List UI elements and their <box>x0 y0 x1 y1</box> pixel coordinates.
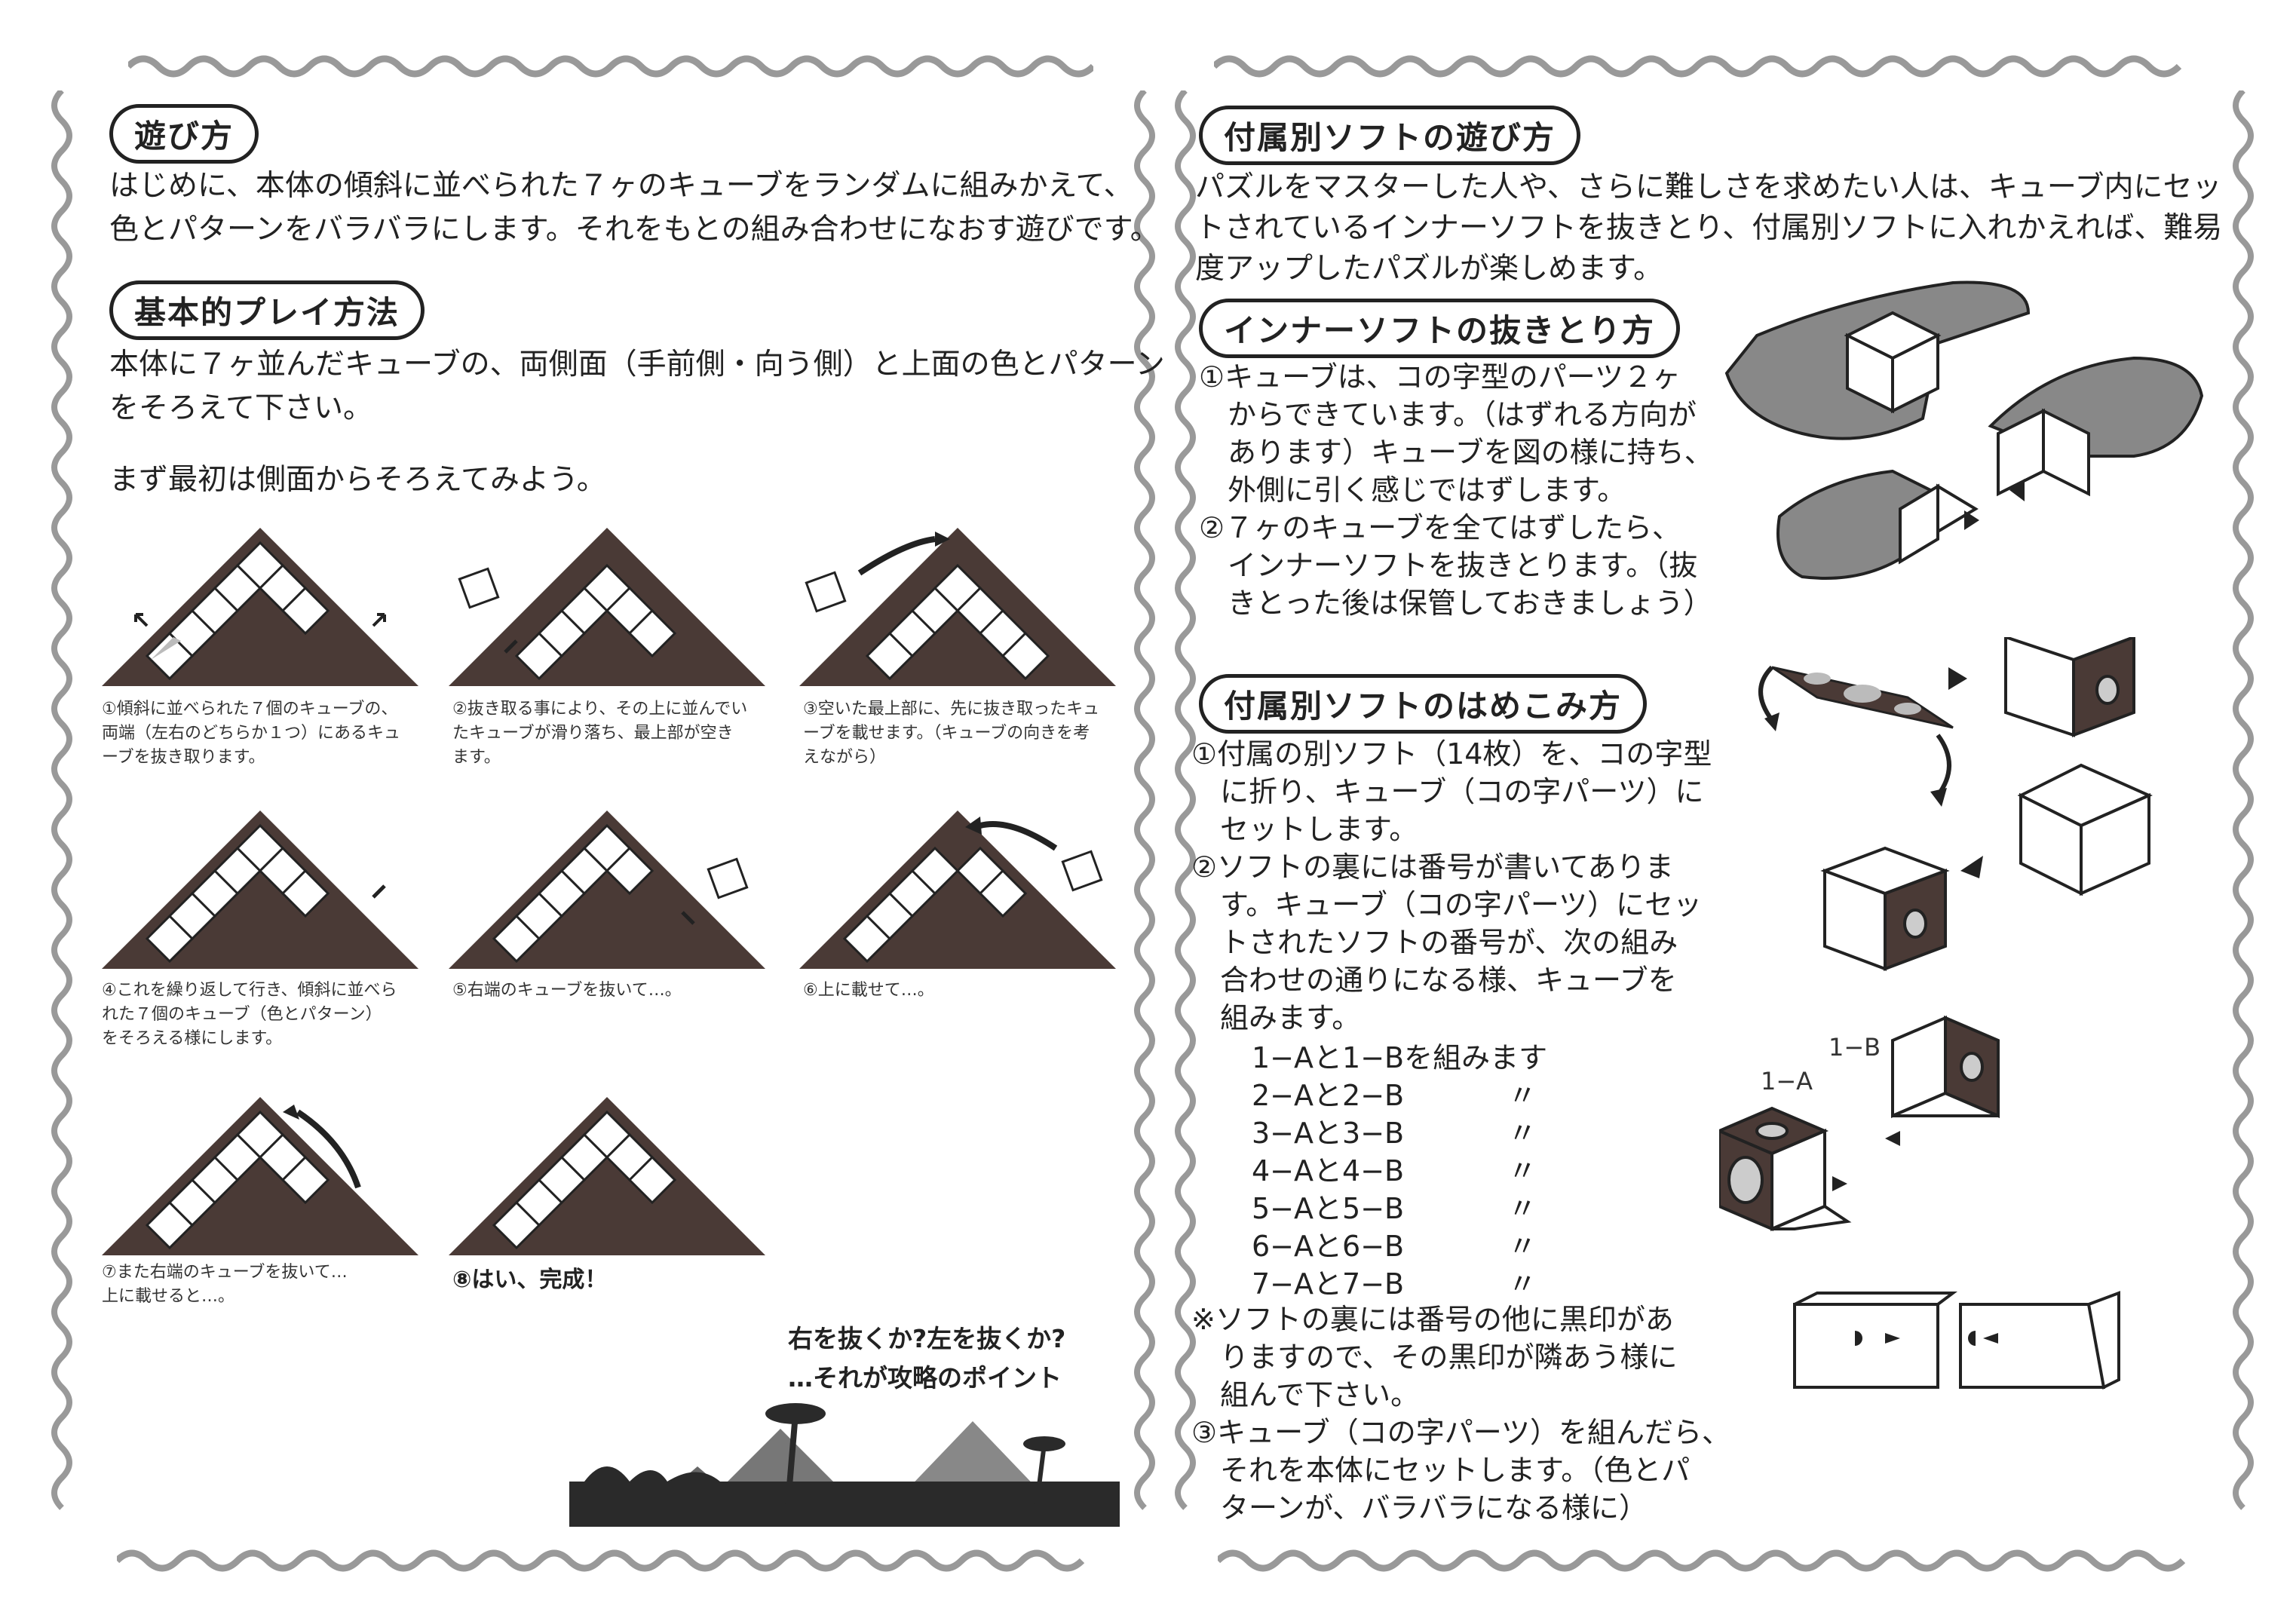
step1-pyramid-figure <box>102 528 418 686</box>
fuzoku-heading: 付属別ソフトの遊び方 <box>1199 106 1581 165</box>
step1-caption: ①傾斜に並べられた７個のキューブの、 両端（左右のどちらか１つ）にあるキュ ーブ… <box>102 700 401 767</box>
combination-row-7: 7−Aと7−B〃 <box>1252 1267 1537 1301</box>
combination-row-3: 3−Aと3−B〃 <box>1252 1117 1537 1150</box>
kihon-text: 本体に７ヶ並んだキューブの、両側面（手前側・向う側）と上面の色とパターン をそろ… <box>109 348 1165 425</box>
step6-pyramid-figure <box>799 810 1116 969</box>
decorative-border-center-right <box>1175 90 1196 1510</box>
pyramid-landscape-illustration <box>569 1403 1120 1527</box>
step8-pyramid-figure <box>449 1097 765 1255</box>
inner-soft-steps: ①キューブは、コの字型のパーツ２ヶ からできています。（はずれる方向が あります… <box>1199 360 1713 620</box>
kihon-first-step: まず最初は側面からそろえてみよう。 <box>109 463 606 497</box>
inner-soft-heading: インナーソフトの抜きとり方 <box>1199 299 1681 358</box>
fuzoku-text: パズルをマスターした人や、さらに難しさを求めたい人は、キューブ内にセッ トされて… <box>1195 170 2223 286</box>
decorative-border-bottom-right <box>1218 1549 2186 1572</box>
combination-list: 1−Aと1−Bを組みます 2−Aと2−B〃 3−Aと3−B〃 4−Aと4−B〃 … <box>1252 1039 1548 1303</box>
step8-caption: ⑧はい、完成！ <box>452 1267 608 1293</box>
combination-row-1: 1−Aと1−Bを組みます <box>1252 1041 1548 1074</box>
hamekomi-notes: ※ソフトの裏には番号の他に黒印があ りますので、その黒印が隣あう様に 組んで下さ… <box>1191 1303 1731 1524</box>
step2-pyramid-figure <box>449 528 765 686</box>
step5-caption: ⑤右端のキューブを抜いて…。 <box>452 981 682 1000</box>
decorative-border-left <box>51 90 72 1510</box>
cube-assembly-illustration <box>1719 1015 2000 1232</box>
step3-pyramid-figure <box>799 528 1116 686</box>
hamekomi-heading: 付属別ソフトのはめこみ方 <box>1199 674 1648 734</box>
decorative-border-bottom-left <box>117 1549 1085 1572</box>
step5-pyramid-figure <box>449 810 765 969</box>
asobikata-text: はじめに、本体の傾斜に並べられた７ヶのキューブをランダムに組みかえて、 色とパタ… <box>109 169 1160 247</box>
label-1b: 1−B <box>1829 1033 1881 1062</box>
decorative-border-top-right <box>1214 55 2182 78</box>
step2-caption: ②抜き取る事により、その上に並んでい たキューブが滑り落ち、最上部が空き ます。 <box>452 700 748 767</box>
combination-row-6: 6−Aと6−B〃 <box>1252 1230 1537 1263</box>
step4-pyramid-figure <box>102 810 418 969</box>
black-mark-alignment-illustration <box>1793 1291 2120 1390</box>
soft-folding-illustration <box>1758 637 2153 971</box>
step3-caption: ③空いた最上部に、先に抜き取ったキュ ーブを載せます。（キューブの向きを考 えな… <box>803 700 1100 767</box>
combination-row-2: 2−Aと2−B〃 <box>1252 1079 1537 1112</box>
step4-caption: ④これを繰り返して行き、傾斜に並べら れた７個のキューブ（色とパターン） をそろ… <box>102 981 397 1048</box>
kihon-heading: 基本的プレイ方法 <box>109 280 425 340</box>
strategy-point: 右を抜くか?左を抜くか? …それが攻略のポイント <box>788 1324 1066 1393</box>
decorative-border-right <box>2233 90 2254 1510</box>
decorative-border-top-left <box>128 55 1093 78</box>
step6-caption: ⑥上に載せて…。 <box>803 981 934 1000</box>
hands-removing-cube-illustration <box>1724 280 2204 580</box>
combination-row-5: 5−Aと5−B〃 <box>1252 1192 1537 1225</box>
decorative-border-center-left <box>1134 90 1155 1510</box>
step7-caption: ⑦また右端のキューブを抜いて… 上に載せると…。 <box>102 1263 348 1306</box>
combination-row-4: 4−Aと4−B〃 <box>1252 1154 1537 1187</box>
asobikata-heading: 遊び方 <box>109 104 259 164</box>
hamekomi-steps: ①付属の別ソフト（14枚）を、コの字型 に折り、キューブ（コの字パーツ）に セッ… <box>1191 737 1712 1034</box>
step7-pyramid-figure <box>102 1097 418 1255</box>
label-1a: 1−A <box>1761 1067 1813 1095</box>
